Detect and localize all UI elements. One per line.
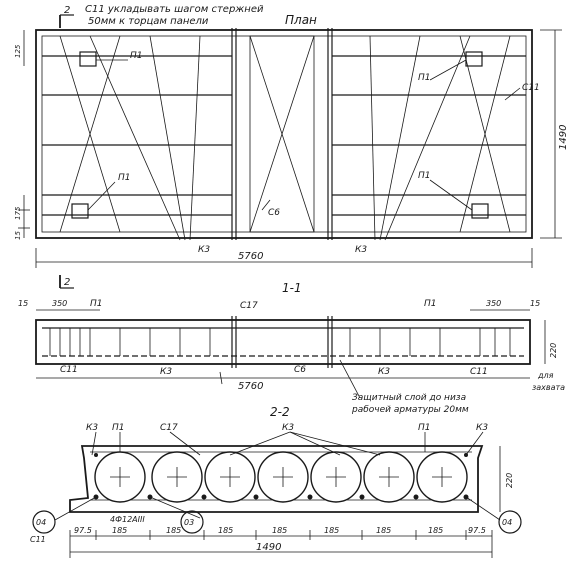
plan-right-bars [332,35,526,241]
dim-sec-350-right: 350 [486,299,501,308]
protect-line2: рабочей арматуры 20мм [351,405,469,415]
marker-o3-text: 03 [184,518,194,527]
label-k3-sec-left: К3 [160,367,172,377]
label-c11-sec-right: С11 [470,367,488,377]
label-k3-sec-right: К3 [378,367,390,377]
label-k3-plan-left: К3 [198,245,210,255]
dim-sec-220: 220 [549,343,558,358]
label-p1-tr: П1 [418,73,431,83]
dim-185-4: 185 [272,526,287,535]
dim-185-5: 185 [324,526,339,535]
label-k3-22-left: К3 [86,423,98,433]
dim-sec-15-right: 15 [530,299,540,308]
grip-line2: захвата [532,383,565,392]
section-11-outline [35,319,531,365]
loop-p1-top-left [79,51,97,67]
marker-o4-right-text: 04 [502,518,512,527]
dim-975-left: 97.5 [74,526,92,535]
marker-o4-left [32,510,56,534]
dim-975-right: 97.5 [468,526,486,535]
section-11-title: 1-1 [282,281,302,295]
section-1-1: 1-1 [18,281,565,415]
dim-plan-175: 175 [14,206,22,220]
section-2-2: 2-2 [30,405,522,558]
note-line2: 50мм к торцам панели [88,16,209,27]
dim-plan-width-text: 1490 [558,125,569,150]
label-c17-sec: С17 [240,301,258,311]
dim-plan-length-text: 5760 [238,251,263,262]
rebar-spec: 4Ф12АIII [110,515,145,524]
dim-22-220: 220 [505,473,514,488]
dim-width-total: 1490 [256,542,281,553]
label-p1-sec-right: П1 [424,299,437,309]
protect-line1: Защитный слой до низа [352,393,466,403]
dim-185-2: 185 [166,526,181,535]
label-p1-22-right: П1 [418,423,431,433]
marker-o4-left-text: 04 [36,518,46,527]
plan-title: План [285,13,317,27]
label-k3-22-right: К3 [476,423,488,433]
section-11-stirrups [49,328,511,356]
plan-middle-cross [249,35,315,233]
dim-sec-15-left: 15 [18,299,28,308]
label-c11-sec-left: С11 [60,365,78,375]
cut-mark-bottom: 2 [64,277,70,288]
cut-mark-top: 2 [64,5,70,16]
label-p1-sec-left: П1 [90,299,103,309]
note-line1: С11 укладывать шагом стержней [85,4,264,15]
plan-view: С11 укладывать шагом стержней 50мм к тор… [14,4,569,289]
loop-p1-bottom-right [471,203,489,219]
dim-plan-125: 125 [14,44,22,58]
label-p1-tl: П1 [130,51,143,61]
plan-left-bars [42,35,232,241]
marker-o3 [180,510,204,534]
dim-185-6: 185 [376,526,391,535]
plan-outline [35,29,533,239]
plan-inner-outline [41,35,527,233]
dim-185-1: 185 [112,526,127,535]
dim-plan-15: 15 [14,231,22,240]
label-p1-22-left: П1 [112,423,125,433]
label-c11-plan: С11 [522,83,540,93]
label-p1-bl: П1 [118,173,131,183]
loop-p1-top-right [465,51,483,67]
label-c6-sec: С6 [294,365,306,375]
label-c6-plan: С6 [268,208,280,218]
dim-185-7: 185 [428,526,443,535]
label-c11-22: С11 [30,535,46,544]
label-c17-22: С17 [160,423,178,433]
section-22-title: 2-2 [270,405,290,419]
dim-sec-350-left: 350 [52,299,67,308]
label-k3-22-mid: К3 [282,423,294,433]
grip-line1: для [537,371,554,380]
dim-185-3: 185 [218,526,233,535]
loop-p1-bottom-left [71,203,89,219]
marker-o4-right [498,510,522,534]
dim-section-length-text: 5760 [238,381,263,392]
label-k3-plan-right: К3 [355,245,367,255]
label-p1-br: П1 [418,171,431,181]
